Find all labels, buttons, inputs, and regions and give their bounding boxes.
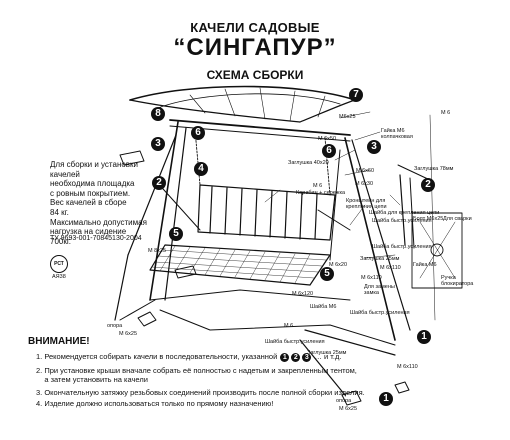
part-label: М 6х25 (339, 406, 358, 412)
step-badge-3: 3 (302, 352, 312, 362)
info-line: Вес качелей в сборе (50, 198, 127, 208)
part-label: опора (107, 323, 123, 329)
step-number-3: 3 (151, 137, 165, 151)
part-label: Заглушка 25мм (360, 256, 400, 262)
part-label: Кронштейн для крепления цепи (346, 198, 387, 210)
part-label: М 6х50 (318, 136, 337, 142)
part-label: Для замены замка (364, 284, 395, 296)
part-label: Шайба быстр.усиления (372, 244, 432, 250)
step-number-5: 5 (169, 227, 183, 241)
step-number-8: 8 (151, 107, 165, 121)
note-1: 1. Рекомендуется собирать качели в после… (36, 352, 456, 362)
note-2: 2. При установке крыши вначале собрать е… (36, 366, 357, 384)
part-label: Шайба быстр.усиления (350, 310, 410, 316)
step-number-2: 2 (152, 176, 166, 190)
diagram-title: “СИНГАПУР” (173, 34, 337, 61)
part-label: М 6 (441, 110, 451, 116)
step-badge-1: 1 (280, 352, 290, 362)
step-number-1: 1 (379, 392, 393, 406)
step-number-5: 5 (320, 267, 334, 281)
part-label: Ручка блокиратора (441, 275, 474, 287)
info-line: 700кг. (50, 236, 72, 246)
part-label: Гайка М6 колпачковая (381, 128, 413, 140)
part-label: М 6х110 (380, 265, 401, 271)
info-line: с ровным покрытием. (50, 188, 131, 198)
part-label: Шайба М6 (310, 304, 337, 310)
part-label: М 6х120 (292, 291, 314, 297)
part-label: Карабин + сережка (296, 190, 346, 196)
part-label: М 8х25 (148, 248, 167, 254)
step-number-6: 6 (322, 144, 336, 158)
part-label: Шайба быстр.усиления (265, 339, 325, 345)
certification-code: АЯ38 (52, 274, 66, 280)
part-label: опора (336, 398, 352, 404)
step-badge-2: 2 (291, 352, 301, 362)
note-1-text: 1. Рекомендуется собирать качели в после… (36, 352, 278, 361)
step-number-7: 7 (349, 88, 363, 102)
note-4: 4. Изделие должно использоваться только … (36, 399, 274, 408)
certification-mark: РСТ (50, 255, 68, 273)
part-label: М 6х60 (356, 168, 375, 174)
note-1-tail: … и т.д. (314, 352, 342, 361)
info-line: Для сборки и установки качелей (50, 160, 139, 179)
part-label: М6х25 (339, 114, 356, 120)
step-number-4: 4 (194, 162, 208, 176)
diagram-small-title: КАЧЕЛИ САДОВЫЕ (190, 20, 320, 35)
part-label: М 6 (284, 323, 294, 329)
diagram-subtitle: СХЕМА СБОРКИ (206, 68, 304, 82)
info-line: 84 кг. (50, 207, 69, 217)
part-label: Заглушка 25мм (307, 350, 347, 356)
part-label: Заглушка 78мм (414, 166, 454, 172)
step-number-6: 6 (191, 126, 205, 140)
step-number-3: 3 (367, 140, 381, 154)
part-label: Шайба для крепления цепи (369, 210, 440, 216)
step-number-1: 1 (417, 330, 431, 344)
part-label: М 6х25 (119, 331, 138, 337)
tu-code: ТУ 9693-001-70845130-2004 (50, 235, 142, 242)
info-line: Максимально допустимая (50, 217, 147, 227)
assembly-info: Для сборки и установки качелей необходим… (50, 160, 170, 246)
part-label: М 6 (313, 183, 323, 189)
part-label: Заглушка 40х20 (288, 160, 329, 166)
note-3: 3. Окончательную затяжку резьбовых соеди… (36, 388, 365, 397)
part-label: Для сварки (443, 216, 472, 222)
part-label: Шайба быстр.усиления (372, 218, 432, 224)
info-line: нагрузка на сидение (50, 227, 127, 237)
attention-title: ВНИМАНИЕ! (28, 336, 90, 347)
part-label: М 6х20 (329, 262, 348, 268)
part-label: Гайка М6 (413, 262, 437, 268)
part-label: Болт М6х25 (413, 216, 444, 222)
part-label: М 6х110 (361, 275, 382, 281)
part-label: М 6х30 (355, 181, 374, 187)
part-label: М 6х110 (397, 364, 418, 370)
info-line: необходима площадка (50, 179, 135, 189)
step-number-2: 2 (421, 178, 435, 192)
